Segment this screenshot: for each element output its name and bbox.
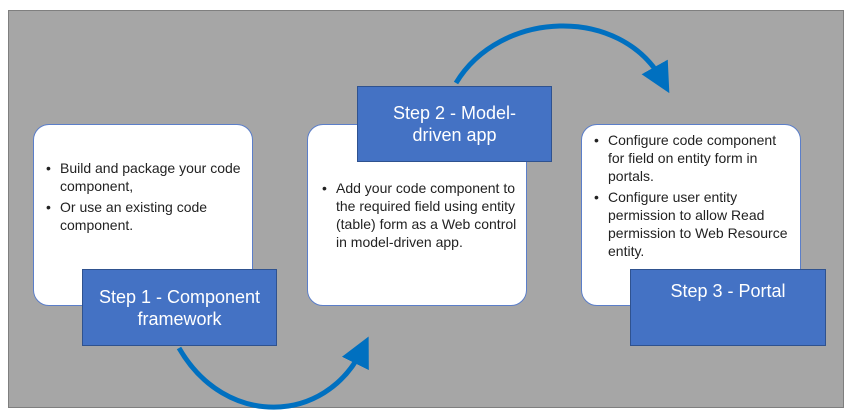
step-3-bullets: Configure code component for field on en… [594,131,794,263]
curved-arrow-icon [176,336,369,410]
bullet-item: Configure user entity permission to allo… [594,188,794,260]
bullet-item: Configure code component for field on en… [594,131,794,185]
step-2-bullets: Add your code component to the required … [322,179,518,254]
step-2-label: Step 2 - Model- driven app [357,86,552,162]
curved-arrow-icon [453,23,670,94]
step-1-label: Step 1 - Component framework [82,269,277,346]
bullet-item: Build and package your code component, [46,159,242,195]
step-1-bullets: Build and package your code component, O… [46,159,242,237]
bullet-item: Or use an existing code component. [46,198,242,234]
step-3-label: Step 3 - Portal [630,269,826,346]
bullet-item: Add your code component to the required … [322,179,518,251]
